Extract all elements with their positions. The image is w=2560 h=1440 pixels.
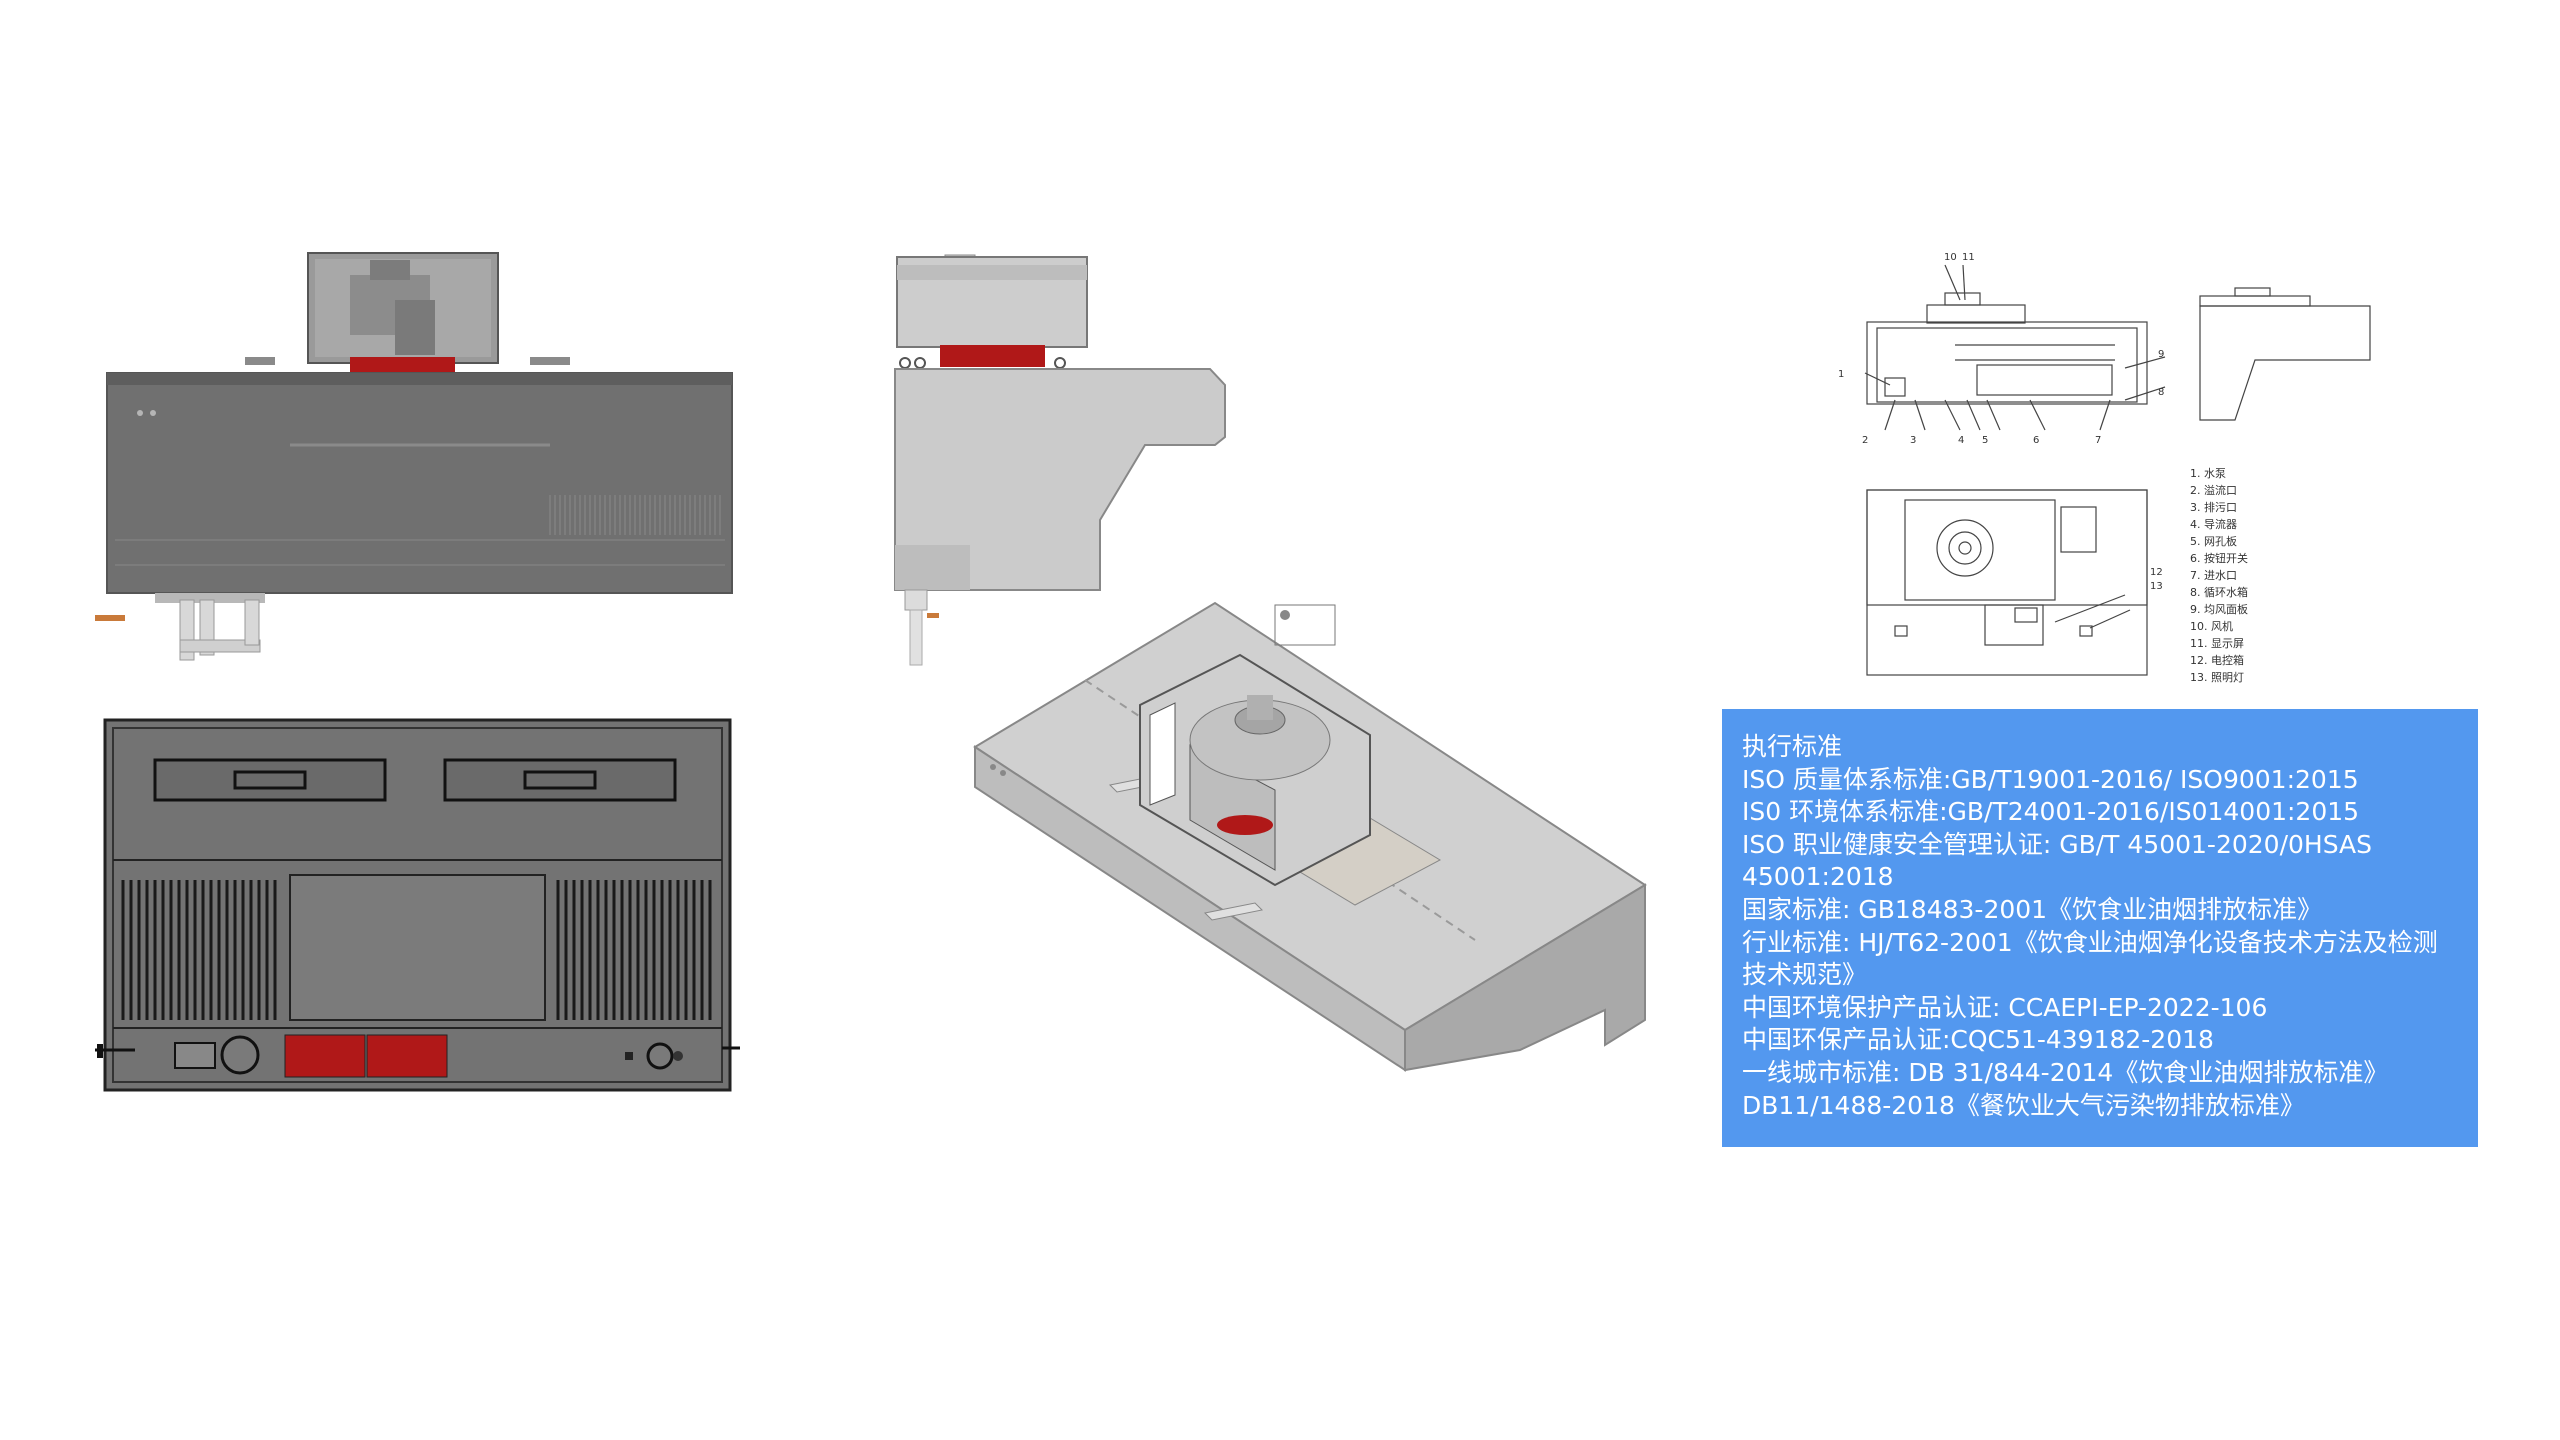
standards-box: 执行标准 ISO 质量体系标准:GB/T19001-2016/ ISO9001:… bbox=[1722, 709, 2478, 1147]
parts-list-item: 13. 照明灯 bbox=[2190, 671, 2244, 684]
parts-list: 1. 水泵 2. 溢流口 3. 排污口 4. 导流器 5. 网孔板 6. 按钮开… bbox=[2190, 465, 2248, 686]
parts-list-item: 3. 排污口 bbox=[2190, 501, 2237, 514]
standard-line: 一线城市标准: DB 31/844-2014《饮食业油烟排放标准》 bbox=[1742, 1057, 2389, 1087]
standard-line: 中国环境保护产品认证: CCAEPI-EP-2022-106 bbox=[1742, 992, 2268, 1022]
callout-9: 9 bbox=[2158, 349, 2165, 360]
parts-list-item: 4. 导流器 bbox=[2190, 518, 2237, 531]
front-view-drawing bbox=[95, 252, 733, 661]
parts-list-item: 9. 均风面板 bbox=[2190, 603, 2248, 616]
side-view-drawing bbox=[894, 254, 1226, 666]
callout-2: 2 bbox=[1862, 435, 1869, 446]
standard-line: 行业标准: HJ/T62-2001《饮食业油烟净化设备技术方法及检测技术规范》 bbox=[1742, 927, 2438, 990]
top-view-drawing bbox=[95, 718, 740, 1092]
standard-line: 国家标准: GB18483-2001《饮食业油烟排放标准》 bbox=[1742, 894, 2323, 924]
callout-12: 12 bbox=[2150, 567, 2163, 578]
callout-11: 11 bbox=[1962, 252, 1975, 263]
standard-line: IS0 环境体系标准:GB/T24001-2016/IS014001:2015 bbox=[1742, 797, 2360, 827]
callout-5: 5 bbox=[1982, 435, 1989, 446]
callout-7: 7 bbox=[2095, 435, 2102, 446]
parts-list-item: 2. 溢流口 bbox=[2190, 484, 2237, 497]
callout-10: 10 bbox=[1944, 252, 1957, 263]
standards-heading: 执行标准 bbox=[1742, 732, 1843, 761]
parts-list-item: 7. 进水口 bbox=[2190, 569, 2237, 582]
schematic-side-elevation bbox=[2199, 287, 2371, 421]
parts-list-item: 1. 水泵 bbox=[2190, 467, 2226, 480]
parts-list-item: 8. 循环水箱 bbox=[2190, 586, 2248, 599]
callout-3: 3 bbox=[1910, 435, 1917, 446]
standard-line: 中国环保产品认证:CQC51-439182-2018 bbox=[1742, 1025, 2214, 1055]
standard-line: ISO 质量体系标准:GB/T19001-2016/ ISO9001:2015 bbox=[1742, 764, 2359, 794]
parts-list-item: 5. 网孔板 bbox=[2190, 535, 2237, 548]
callout-6: 6 bbox=[2033, 435, 2040, 446]
parts-list-item: 12. 电控箱 bbox=[2190, 654, 2244, 667]
parts-list-item: 10. 风机 bbox=[2190, 620, 2233, 633]
callout-8: 8 bbox=[2158, 387, 2165, 398]
isometric-view-drawing bbox=[973, 601, 1647, 1072]
standard-line: DB11/1488-2018《餐饮业大气污染物排放标准》 bbox=[1742, 1090, 2305, 1120]
callout-13: 13 bbox=[2150, 581, 2163, 592]
callout-1: 1 bbox=[1838, 369, 1845, 380]
schematic-drawing bbox=[1864, 264, 2166, 676]
standard-line: ISO 职业健康安全管理认证: GB/T 45001-2020/0HSAS 45… bbox=[1742, 829, 2373, 892]
callout-4: 4 bbox=[1958, 435, 1965, 446]
parts-list-item: 11. 显示屏 bbox=[2190, 637, 2244, 650]
parts-list-item: 6. 按钮开关 bbox=[2190, 552, 2248, 565]
